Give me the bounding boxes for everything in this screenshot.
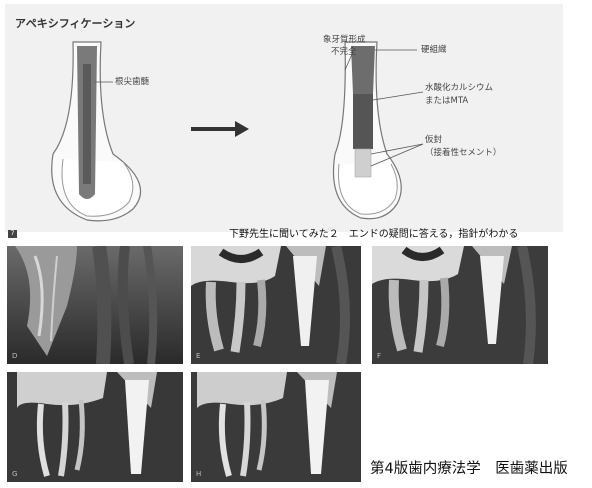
left-apical-pulp-label: 根尖歯髄: [115, 78, 149, 87]
radiograph-h-label: H: [196, 471, 201, 478]
apexification-diagram: アペキシフィケーション 根尖歯髄 象牙質形成 不完全 硬組織 水酸化カルシウム: [5, 4, 563, 232]
radiograph-d: D: [7, 246, 183, 364]
radiograph-e: E: [191, 246, 361, 364]
figure-number-badge: 7: [8, 230, 17, 238]
incomplete-dentin-label-1: 象牙質形成: [323, 36, 366, 45]
material-label-1: 水酸化カルシウム: [425, 84, 493, 93]
left-canal-core: [83, 64, 91, 184]
radiograph-f-label: F: [377, 353, 381, 360]
sealer-label-2: （接着性セメント）: [425, 149, 501, 158]
sealer-label-1: 仮封: [425, 136, 442, 145]
right-sealer: [355, 149, 371, 177]
arrow-head: [235, 121, 249, 137]
radiograph-g: G: [7, 372, 183, 482]
radiograph-h: H: [191, 372, 361, 482]
radiograph-e-label: E: [196, 353, 200, 360]
source-caption-top: 下野先生に聞いてみた２ エンドの疑問に答える，指針がわかる: [229, 230, 518, 240]
diagram-drawing: [5, 4, 563, 232]
material-label-2: またはMTA: [425, 97, 468, 106]
incomplete-dentin-label-2: 不完全: [331, 48, 357, 57]
right-fill-material: [353, 94, 373, 149]
source-caption-bottom: 第4版歯内療法学 医歯薬出版: [370, 462, 568, 477]
hard-tissue-label: 硬組織: [421, 46, 447, 55]
radiograph-g-label: G: [12, 471, 17, 478]
radiograph-d-label: D: [12, 353, 17, 360]
radiograph-f: F: [372, 246, 548, 364]
